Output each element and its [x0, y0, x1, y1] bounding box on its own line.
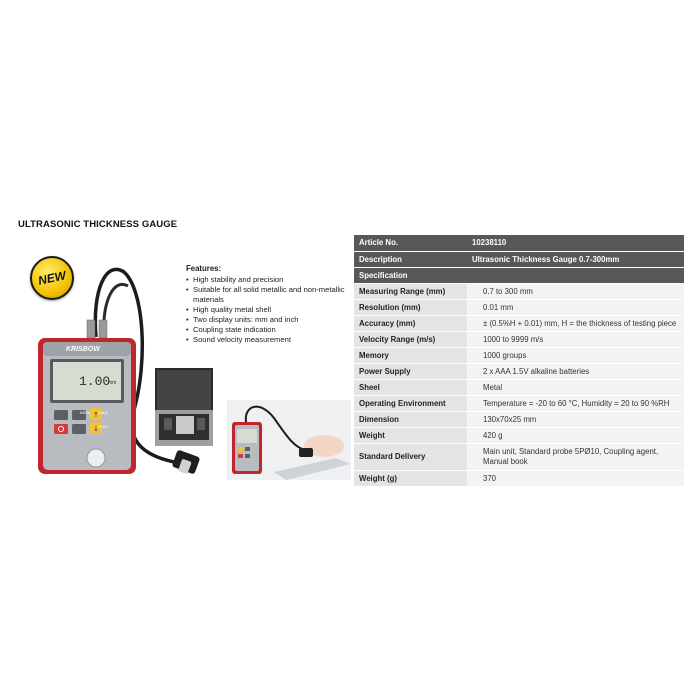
probe-holder [86, 448, 106, 468]
table-row: Accuracy (mm) ± (0.5%H + 0.01) mm, H = t… [354, 315, 684, 332]
spec-label: Sheel [354, 379, 467, 396]
new-badge: NEW [30, 256, 74, 300]
page-title: ULTRASONIC THICKNESS GAUGE [18, 219, 178, 230]
spec-row-description: Description Ultrasonic Thickness Gauge 0… [354, 251, 684, 268]
table-row: Memory 1000 groups [354, 347, 684, 364]
spec-value: Main unit, Standard probe 5PØ10, Couplin… [467, 443, 684, 471]
table-row: Measuring Range (mm) 0.7 to 300 mm [354, 283, 684, 300]
table-row: Operating Environment Temperature = -20 … [354, 395, 684, 412]
device-display-value: 1.00 [79, 374, 111, 389]
carrying-case-photo [155, 368, 213, 446]
product-images: ↑ ↓ [24, 250, 354, 500]
spec-section-label: Specification [354, 267, 467, 284]
product-photo: ↑ ↓ [38, 267, 351, 480]
spec-label: Dimension [354, 411, 467, 428]
spec-value: Temperature = -20 to 60 °C, Humidity = 2… [467, 395, 684, 412]
spec-label: Operating Environment [354, 395, 467, 412]
spec-value: ± (0.5%H + 0.01) mm, H = the thickness o… [467, 315, 684, 332]
spec-value: 0.01 mm [467, 299, 684, 316]
spec-label: Power Supply [354, 363, 467, 380]
spec-value: 10238110 [467, 235, 684, 252]
feature-item: Suitable for all solid metallic and non-… [186, 285, 346, 305]
spec-section-header: Specification [354, 267, 684, 284]
spec-value: Ultrasonic Thickness Gauge 0.7-300mm [467, 251, 684, 268]
table-row: Sheel Metal [354, 379, 684, 396]
table-row: Velocity Range (m/s) 1000 to 9999 m/s [354, 331, 684, 348]
table-row: Weight (g) 370 [354, 470, 684, 487]
spec-value: Metal [467, 379, 684, 396]
connector-right [98, 319, 108, 339]
spec-label: Accuracy (mm) [354, 315, 467, 332]
thickness-gauge-device: ↑ ↓ [38, 338, 136, 474]
svg-text:↑: ↑ [93, 411, 99, 419]
spec-label: Velocity Range (m/s) [354, 331, 467, 348]
spec-label: Memory [354, 347, 467, 364]
feature-item: High quality metal shell [186, 305, 346, 315]
table-row: Resolution (mm) 0.01 mm [354, 299, 684, 316]
features-heading: Features: [186, 264, 222, 273]
spec-label: Resolution (mm) [354, 299, 467, 316]
spec-label: Standard Delivery [354, 443, 467, 471]
table-row: Power Supply 2 x AAA 1.5V alkaline batte… [354, 363, 684, 380]
spec-label: Article No. [354, 235, 467, 252]
table-row: Dimension 130x70x25 mm [354, 411, 684, 428]
spec-label: Weight [354, 427, 467, 444]
device-brand-label: KRISBOW [66, 346, 100, 353]
table-row: Standard Delivery Main unit, Standard pr… [354, 443, 684, 471]
spec-value: 130x70x25 mm [467, 411, 684, 428]
usage-photo [227, 400, 351, 480]
spec-value: 2 x AAA 1.5V alkaline batteries [467, 363, 684, 380]
spec-label: Measuring Range (mm) [354, 283, 467, 300]
feature-item: Coupling state indication [186, 325, 346, 335]
spec-value: 1000 to 9999 m/s [467, 331, 684, 348]
spec-label: Weight (g) [354, 470, 467, 487]
feature-item: Sound velocity measurement [186, 335, 346, 345]
spec-value: 0.7 to 300 mm [467, 283, 684, 300]
spec-value: 1000 groups [467, 347, 684, 364]
spec-value: 370 [467, 470, 684, 487]
spec-table: Article No. 10238110 Description Ultraso… [354, 235, 684, 487]
feature-item: Two display units: mm and inch [186, 315, 346, 325]
spec-value: 420 g [467, 427, 684, 444]
feature-item: High stability and precision [186, 275, 346, 285]
device-display-unit: mm [108, 380, 117, 386]
table-row: Weight 420 g [354, 427, 684, 444]
device-key-zero: ZERO [98, 425, 108, 429]
device-key-calb: CALB [98, 411, 108, 415]
device-key-menu: MENU [79, 411, 91, 415]
spec-label: Description [354, 251, 467, 268]
lcd-screen [53, 362, 121, 400]
features-list: Features: High stability and precision S… [186, 264, 346, 345]
connector-left [86, 319, 96, 339]
probe-cable [93, 267, 175, 464]
spec-row-article: Article No. 10238110 [354, 235, 684, 252]
svg-text:↓: ↓ [93, 425, 99, 433]
